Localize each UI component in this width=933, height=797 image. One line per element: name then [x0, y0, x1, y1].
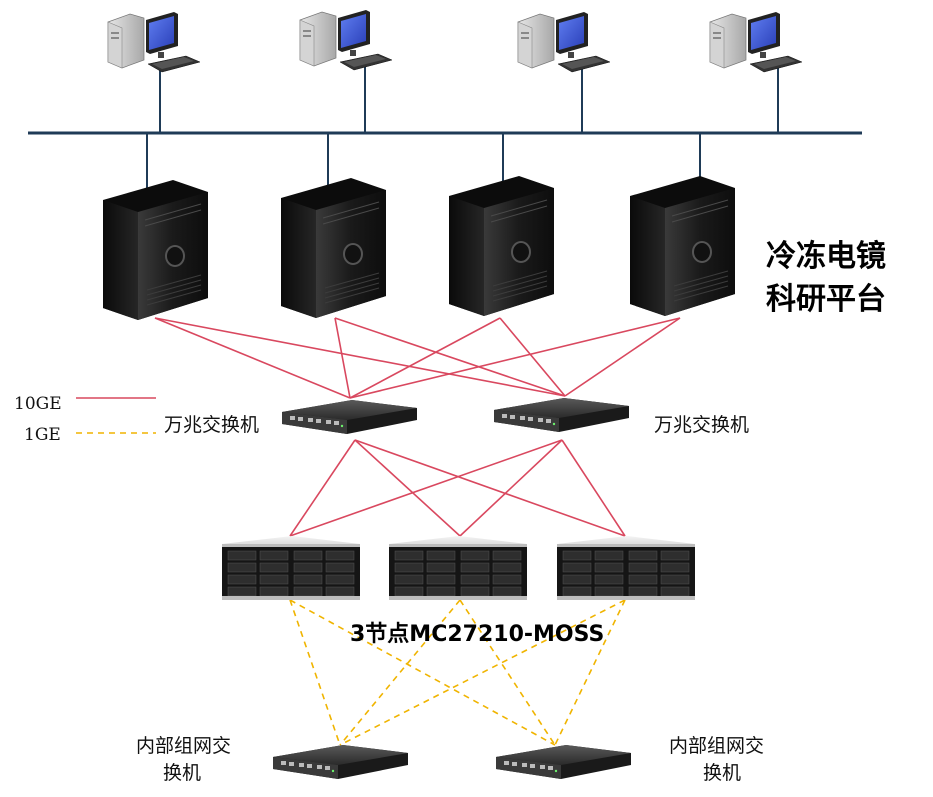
internal-switch-right [496, 745, 631, 779]
workstation-pc-3 [517, 11, 611, 73]
internal-switch-right-label-line2: 换机 [703, 762, 741, 784]
tower-server-2 [280, 177, 387, 319]
storage-node-3 [556, 535, 696, 601]
legend: 10GE 1GE [14, 394, 156, 445]
internal-switch-left [273, 745, 408, 779]
compute-servers [102, 175, 736, 321]
internal-switch-right-label-line1: 内部组网交 [669, 735, 764, 757]
platform-title-line2: 科研平台 [766, 282, 886, 317]
workstation-pc-4 [709, 11, 803, 73]
platform-title-line1: 冷冻电镜 [766, 239, 886, 274]
storage-cluster [221, 535, 696, 601]
storage-node-2 [388, 535, 528, 601]
internal-switch-left-label-line1: 内部组网交 [136, 735, 231, 757]
switch-10g-left-label: 万兆交换机 [164, 414, 259, 436]
internal-switches [273, 745, 631, 779]
storage-node-1 [221, 535, 361, 601]
workstation-network-bus [28, 66, 862, 190]
tower-server-4 [629, 175, 736, 317]
legend-10ge-label: 10GE [14, 394, 62, 414]
links-10ge-storage [289, 439, 626, 537]
switch-10g-right-label: 万兆交换机 [654, 414, 749, 436]
workstations [107, 9, 803, 73]
switches-10g [282, 398, 629, 434]
internal-switch-left-label-line2: 换机 [163, 762, 201, 784]
tower-server-3 [448, 175, 555, 317]
switch-10g-left [282, 400, 417, 434]
legend-1ge-label: 1GE [24, 425, 61, 445]
workstation-pc-2 [299, 9, 393, 71]
links-10ge-servers [154, 317, 681, 399]
tower-server-1 [102, 179, 209, 321]
switch-10g-right [494, 398, 629, 432]
storage-cluster-label: 3节点MC27210-MOSS [350, 621, 604, 647]
links-1ge [289, 599, 626, 746]
workstation-pc-1 [107, 11, 201, 73]
